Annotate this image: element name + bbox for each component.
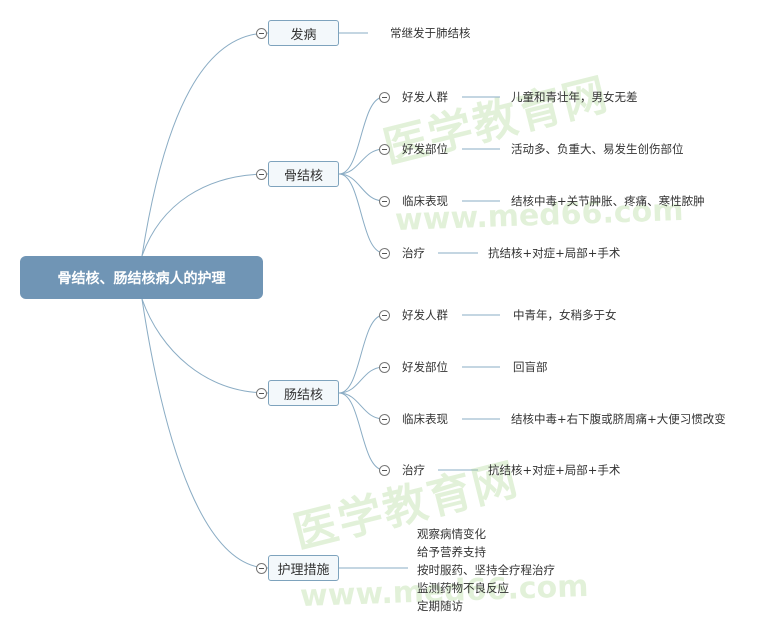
bone-item-label[interactable]: 临床表现 (402, 194, 448, 208)
collapse-icon[interactable] (256, 28, 267, 39)
collapse-icon[interactable] (379, 414, 390, 425)
nursing-list: 观察病情变化 给予营养支持 按时服药、坚持全疗程治疗 监测药物不良反应 定期随访 (417, 525, 555, 615)
intestinal-item-label[interactable]: 好发部位 (402, 360, 448, 374)
bone-item-label[interactable]: 好发人群 (402, 90, 448, 104)
root-topic[interactable]: 骨结核、肠结核病人的护理 (20, 256, 263, 299)
bone-item-detail: 儿童和青壮年，男女无差 (511, 90, 638, 104)
link-root-nursing (141, 298, 269, 569)
collapse-icon[interactable] (379, 465, 390, 476)
link-root-bone (141, 173, 269, 257)
intestinal-item-detail: 中青年，女稍多于女 (513, 308, 617, 322)
bone-item-detail: 结核中毒+关节肿胀、疼痛、寒性脓肿 (511, 194, 705, 208)
nursing-line: 观察病情变化 (417, 527, 486, 541)
bone-item-detail: 活动多、负重大、易发生创伤部位 (511, 142, 684, 156)
intestinal-item-label[interactable]: 治疗 (402, 463, 425, 477)
bone-item-label[interactable]: 治疗 (402, 246, 425, 260)
intestinal-item-label[interactable]: 好发人群 (402, 308, 448, 322)
collapse-icon[interactable] (256, 388, 267, 399)
collapse-icon[interactable] (256, 563, 267, 574)
intestinal-item-detail: 结核中毒+右下腹或脐周痛+大便习惯改变 (511, 412, 726, 426)
branch-intestinal-tb[interactable]: 肠结核 (268, 380, 339, 406)
branch-onset[interactable]: 发病 (268, 20, 339, 46)
collapse-icon[interactable] (379, 310, 390, 321)
onset-detail: 常继发于肺结核 (390, 26, 471, 40)
link-root-onset (141, 32, 269, 257)
intestinal-item-detail: 回盲部 (513, 360, 548, 374)
bone-item-detail: 抗结核+对症+局部+手术 (488, 246, 621, 260)
link-root-intestinal (141, 298, 269, 394)
collapse-icon[interactable] (379, 248, 390, 259)
branch-nursing[interactable]: 护理措施 (268, 555, 339, 581)
collapse-icon[interactable] (379, 144, 390, 155)
collapse-icon[interactable] (379, 196, 390, 207)
collapse-icon[interactable] (256, 169, 267, 180)
intestinal-item-label[interactable]: 临床表现 (402, 412, 448, 426)
nursing-line: 按时服药、坚持全疗程治疗 (417, 563, 555, 577)
collapse-icon[interactable] (379, 92, 390, 103)
collapse-icon[interactable] (379, 362, 390, 373)
nursing-line: 给予营养支持 (417, 545, 486, 559)
nursing-line: 监测药物不良反应 (417, 581, 509, 595)
nursing-line: 定期随访 (417, 599, 463, 613)
intestinal-item-detail: 抗结核+对症+局部+手术 (488, 463, 621, 477)
branch-bone-tb[interactable]: 骨结核 (268, 161, 339, 187)
bone-item-label[interactable]: 好发部位 (402, 142, 448, 156)
